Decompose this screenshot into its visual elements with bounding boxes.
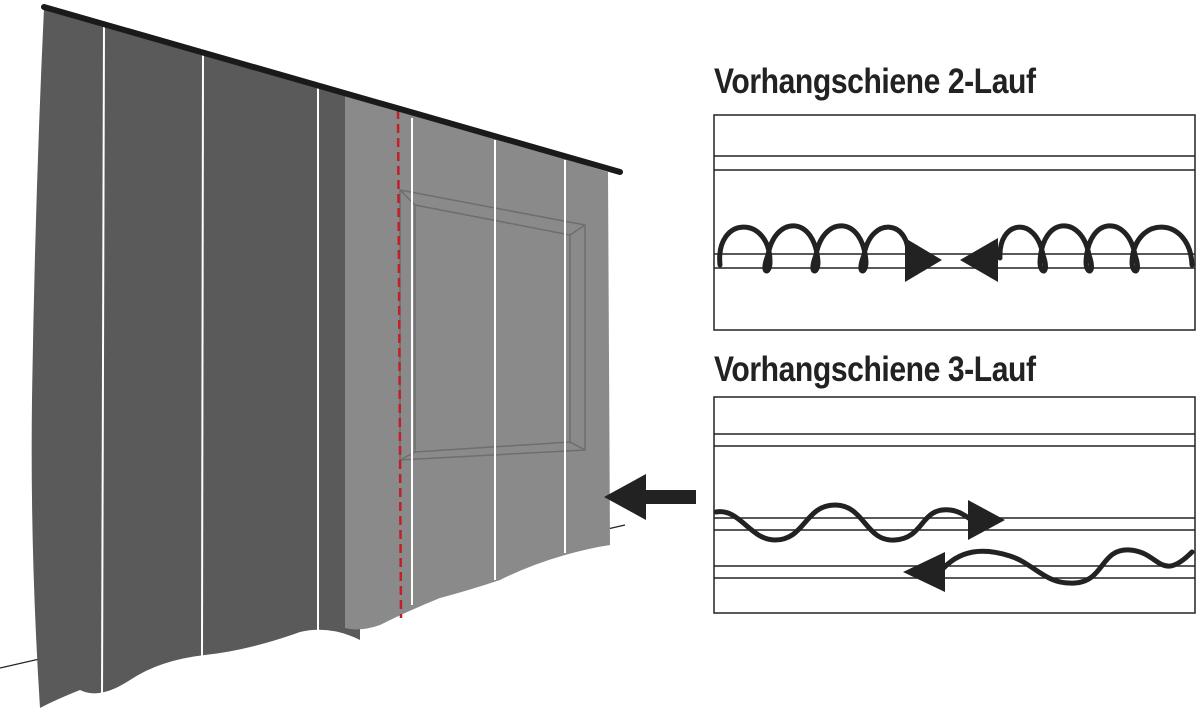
rail-3-lauf-arrows: [903, 500, 1005, 592]
rail-3-lauf-panel: [713, 396, 1196, 614]
rail-3-lauf-curtain-waves: [713, 502, 1195, 586]
dark-curtain: [31, 8, 361, 708]
arrow-left-icon: [960, 238, 998, 282]
pleat-lines: [101, 23, 566, 703]
rail-3-lauf-title: Vorhangschiene 3-Lauf: [714, 350, 1036, 389]
rail-2-lauf-title: Vorhangschiene 2-Lauf: [714, 62, 1036, 101]
rail-2-lauf-panel: [713, 114, 1196, 331]
rail-2-lauf-curtain-waves: [717, 223, 1195, 274]
arrow-left-icon: [903, 552, 945, 592]
curtain-rail: [41, 4, 623, 175]
overlap-marker: [396, 109, 403, 619]
arrow-right-icon: [905, 238, 942, 282]
arrow-right-icon: [968, 500, 1005, 540]
rail-2-lauf-arrows: [905, 238, 998, 282]
pointer-arrow-icon: [604, 474, 696, 520]
